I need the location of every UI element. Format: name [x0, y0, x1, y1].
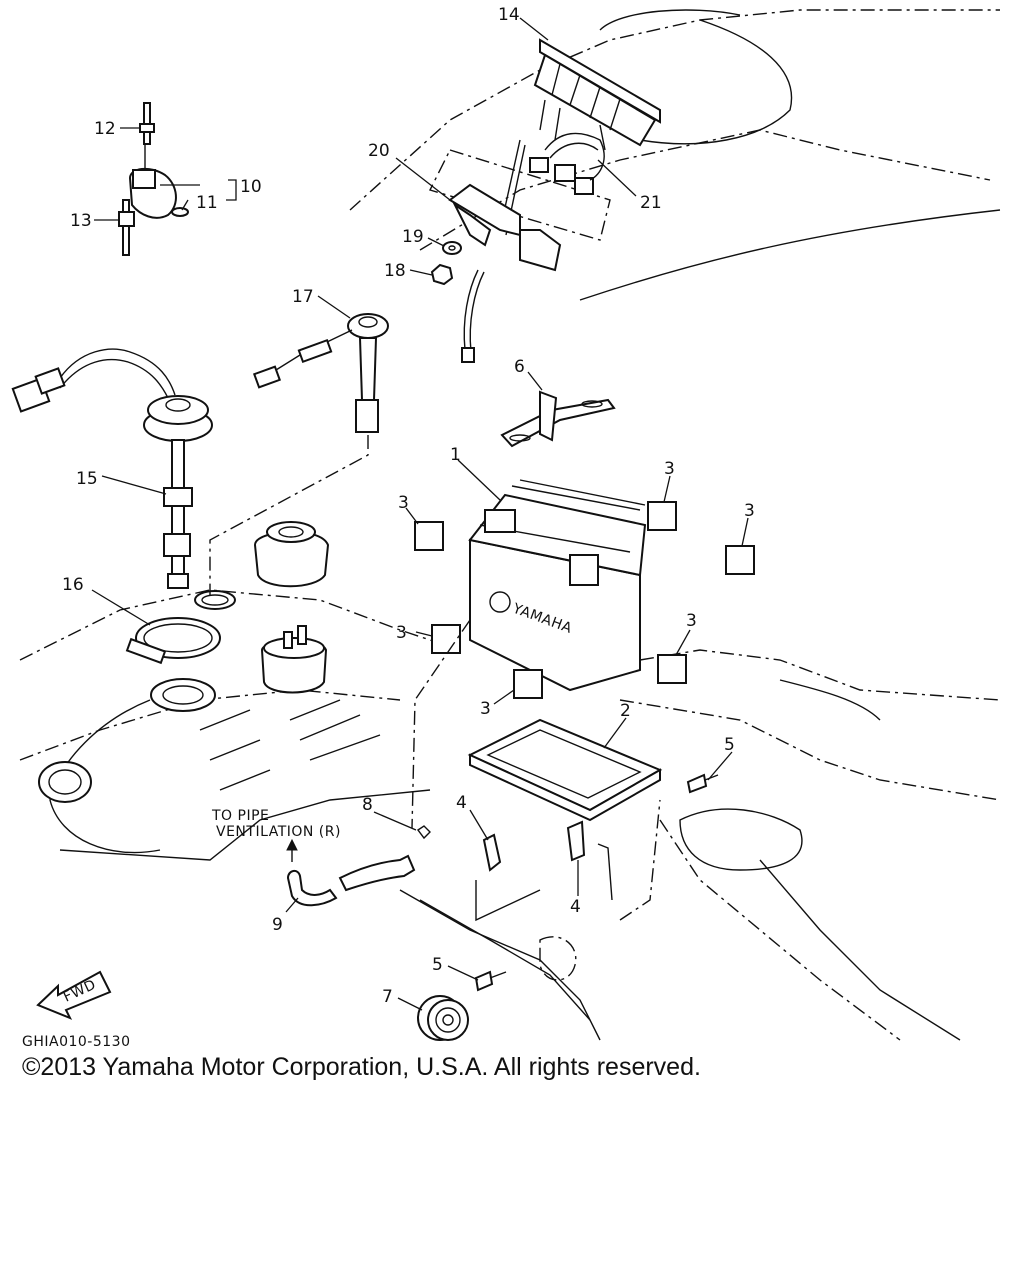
- part-11-pin: [171, 207, 189, 217]
- part-4-bracket-right: [566, 820, 613, 901]
- callout-20: 20: [368, 141, 390, 161]
- part-3-pads: [414, 501, 755, 699]
- callout-17: 17: [292, 287, 314, 307]
- callout-18: 18: [384, 261, 406, 281]
- part-17-sensor: [252, 313, 389, 433]
- callout-labels: 14 12 10 11 13 20 21 19 18 17 6 15 1 3 3…: [62, 5, 755, 1007]
- part-10-clamp: [128, 145, 177, 219]
- drain-cap: [38, 761, 92, 803]
- callout-15: 15: [76, 469, 98, 489]
- vent-valve: [260, 625, 328, 694]
- callout-16: 16: [62, 575, 84, 595]
- callout-3e: 3: [686, 611, 697, 631]
- ventilation-note: TO PIPE VENTILATION (R): [211, 808, 341, 840]
- part-20-bracket: [448, 183, 562, 272]
- callout-1: 1: [450, 445, 461, 465]
- part-6-strap: [500, 390, 616, 448]
- ventilation-arrow: [286, 838, 298, 862]
- callout-6: 6: [514, 357, 525, 377]
- callout-8: 8: [362, 795, 373, 815]
- part-15-level-unit: [11, 348, 213, 589]
- callout-3c: 3: [744, 501, 755, 521]
- part-18-nut: [430, 263, 454, 286]
- part-14-meter: [533, 38, 661, 151]
- part-5-screw-lower: [474, 970, 507, 992]
- callout-5a: 5: [724, 735, 735, 755]
- part-2-tray: [467, 718, 663, 822]
- callout-5b: 5: [432, 955, 443, 975]
- part-4-bracket-left: [475, 833, 541, 922]
- callout-4a: 4: [456, 793, 467, 813]
- forward-arrow-icon: FWD: [36, 970, 112, 1020]
- callout-3a: 3: [398, 493, 409, 513]
- callout-3d: 3: [396, 623, 407, 643]
- callout-9: 9: [272, 915, 283, 935]
- callout-4b: 4: [570, 897, 581, 917]
- ground-wire: [461, 269, 485, 363]
- callout-3b: 3: [664, 459, 675, 479]
- part-19-washer: [442, 241, 462, 255]
- copyright-notice: ©2013 Yamaha Motor Corporation, U.S.A. A…: [22, 1053, 701, 1081]
- callout-2: 2: [620, 701, 631, 721]
- part-9-vent-hose: [286, 854, 416, 907]
- callout-19: 19: [402, 227, 424, 247]
- callout-14: 14: [498, 5, 520, 25]
- callout-12: 12: [94, 119, 116, 139]
- callout-7: 7: [382, 987, 393, 1007]
- part-5-screw-upper: [686, 773, 719, 794]
- exploded-parts-diagram: YAMAHA: [11, 5, 1001, 1050]
- diagram-code: GHIA010-5130: [22, 1034, 130, 1050]
- callout-3f: 3: [480, 699, 491, 719]
- callout-10: 10: [240, 177, 262, 197]
- callout-13: 13: [70, 211, 92, 231]
- filler-neck: [253, 521, 330, 588]
- callout-11: 11: [196, 193, 218, 213]
- part-7-grommet: [417, 995, 469, 1041]
- part-1-battery: YAMAHA: [468, 479, 647, 692]
- callout-21: 21: [640, 193, 662, 213]
- part-8-clip: [416, 825, 431, 840]
- part-13-tie: [118, 199, 135, 256]
- note-line-1: TO PIPE: [211, 808, 269, 824]
- grommet: [150, 678, 216, 712]
- part-12-bolt: [139, 102, 155, 145]
- leader-lines: [91, 17, 749, 1011]
- note-line-2: VENTILATION (R): [216, 824, 341, 840]
- o-ring: [194, 590, 236, 610]
- part-16-hose-clamp: [125, 617, 221, 665]
